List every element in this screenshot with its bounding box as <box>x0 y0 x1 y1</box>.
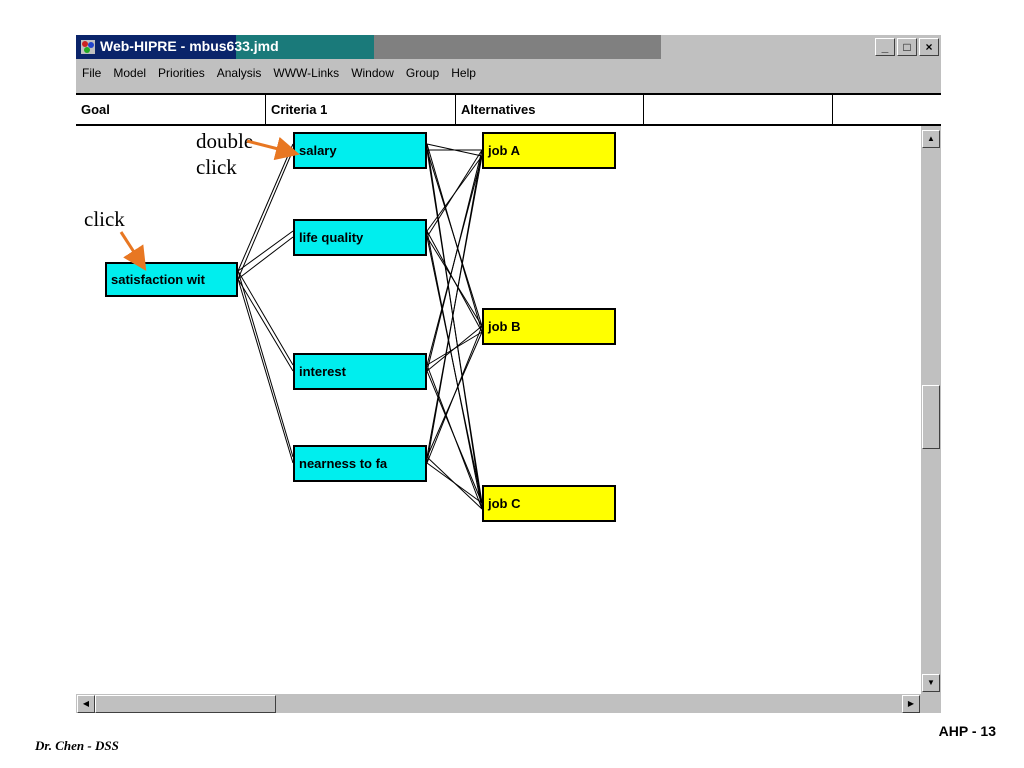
header-empty-1[interactable] <box>644 95 833 124</box>
criterion-label: salary <box>299 143 337 158</box>
criterion-node-salary[interactable]: salary <box>293 132 427 169</box>
scroll-right-arrow-icon[interactable]: ▶ <box>902 695 920 713</box>
scroll-up-arrow-icon[interactable]: ▲ <box>922 130 940 148</box>
menu-bar: File Model Priorities Analysis WWW-Links… <box>76 60 941 86</box>
connector-line <box>426 155 483 232</box>
criterion-label: interest <box>299 364 346 379</box>
connector-line <box>426 456 483 510</box>
criterion-node-interest[interactable]: interest <box>293 353 427 390</box>
vertical-scrollbar[interactable]: ▲ ▼ <box>921 126 941 713</box>
connector-line <box>237 270 294 458</box>
connector-line <box>237 143 294 272</box>
minimize-button[interactable]: _ <box>875 38 895 56</box>
connector-line <box>237 149 294 280</box>
alternative-node-job-c[interactable]: job C <box>482 485 616 522</box>
menu-help[interactable]: Help <box>451 66 476 80</box>
connector-line <box>237 278 294 372</box>
horizontal-scroll-thumb[interactable] <box>95 695 276 713</box>
alternative-label: job C <box>488 496 521 511</box>
header-criteria-1[interactable]: Criteria 1 <box>266 95 456 124</box>
criterion-node-life-quality[interactable]: life quality <box>293 219 427 256</box>
footer-author: Dr. Chen - DSS <box>35 738 119 753</box>
connector-line <box>426 143 483 157</box>
alternative-node-job-b[interactable]: job B <box>482 308 616 345</box>
horizontal-scrollbar[interactable]: ◀ ▶ <box>76 694 921 713</box>
double-click-arrow-icon <box>246 136 300 161</box>
connector-line <box>237 270 294 366</box>
scroll-down-arrow-icon[interactable]: ▼ <box>922 674 940 692</box>
connector-lines <box>237 143 483 510</box>
click-arrow-icon <box>119 231 147 272</box>
web-hipre-window: Web-HIPRE - mbus633.jmd _ □ × File Model… <box>76 35 941 713</box>
menu-priorities[interactable]: Priorities <box>158 66 205 80</box>
annotation-word-click: click <box>196 155 237 179</box>
connector-line <box>426 331 483 458</box>
connector-line <box>426 155 483 458</box>
connector-line <box>426 230 483 510</box>
menu-analysis[interactable]: Analysis <box>216 66 262 80</box>
alternative-node-job-a[interactable]: job A <box>482 132 616 169</box>
menu-model[interactable]: Model <box>113 66 147 80</box>
menu-window[interactable]: Window <box>351 66 394 80</box>
vertical-scroll-thumb[interactable] <box>922 385 940 449</box>
criterion-node-nearness[interactable]: nearness to fa <box>293 445 427 482</box>
connector-line <box>237 230 294 272</box>
menu-www-links[interactable]: WWW-Links <box>273 66 340 80</box>
criterion-label: life quality <box>299 230 364 245</box>
close-button[interactable]: × <box>919 38 939 56</box>
criterion-label: nearness to fa <box>299 456 388 471</box>
title-bar[interactable]: Web-HIPRE - mbus633.jmd _ □ × <box>76 35 941 59</box>
header-goal[interactable]: Goal <box>76 95 266 124</box>
alternative-label: job A <box>488 143 521 158</box>
annotation-word-double: double <box>196 129 254 153</box>
connector-line <box>426 230 483 333</box>
double-click-annotation: double click <box>196 128 253 180</box>
window-title: Web-HIPRE - mbus633.jmd <box>100 38 279 54</box>
menu-file[interactable]: File <box>82 66 102 80</box>
connector-line <box>426 364 483 510</box>
connector-line <box>237 236 294 280</box>
footer-slide-number: AHP - 13 <box>938 723 996 739</box>
connector-line <box>237 278 294 464</box>
column-headers: Goal Criteria 1 Alternatives <box>76 93 941 126</box>
goal-label: satisfaction wit <box>111 272 205 287</box>
scroll-left-arrow-icon[interactable]: ◀ <box>77 695 95 713</box>
app-icon <box>81 40 95 54</box>
connector-line <box>426 155 483 366</box>
header-alternatives[interactable]: Alternatives <box>456 95 644 124</box>
connector-line <box>426 143 483 333</box>
model-canvas[interactable]: satisfaction wit salary life quality int… <box>76 126 921 694</box>
click-annotation: click <box>84 207 125 231</box>
connector-line <box>426 331 483 366</box>
alternative-label: job B <box>488 319 521 334</box>
menu-group[interactable]: Group <box>405 66 440 80</box>
connector-line <box>426 143 483 510</box>
maximize-button[interactable]: □ <box>897 38 917 56</box>
